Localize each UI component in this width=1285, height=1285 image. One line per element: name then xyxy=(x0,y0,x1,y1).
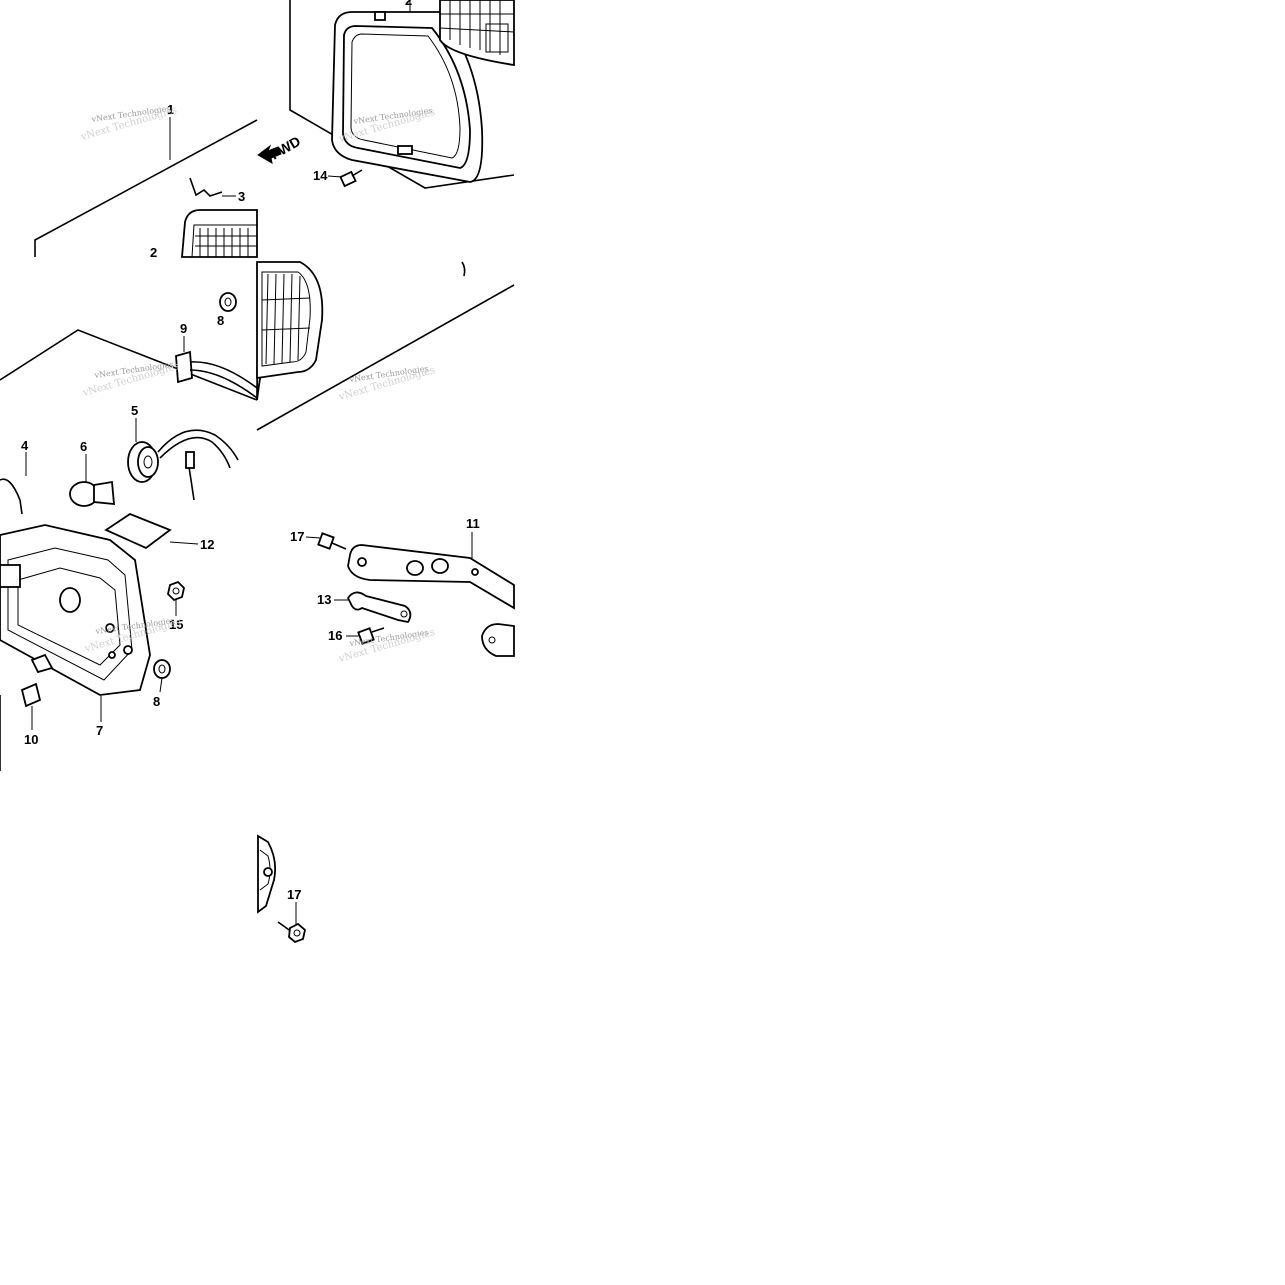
callout-17-lower: 17 xyxy=(287,887,301,902)
tile-middle-right: vNext Technologies vNext Technologies xyxy=(256,261,515,431)
callout-6: 6 xyxy=(80,439,87,454)
callout-10: 10 xyxy=(24,732,38,747)
bolt-part-17-upper xyxy=(305,532,347,550)
bolt-part-17-lower xyxy=(277,902,306,944)
callout-8-lower: 8 xyxy=(153,694,160,709)
nut-part-15 xyxy=(167,580,185,616)
tile-bottom-left: 7 12 15 8 10 vNext Technologies vNext Te… xyxy=(0,512,214,771)
callout-15: 15 xyxy=(169,617,183,632)
callout-9: 9 xyxy=(180,321,187,336)
callout-14: 14 xyxy=(313,168,328,183)
tile-top-right: FWD 2 14 vNex xyxy=(257,0,515,189)
callout-5: 5 xyxy=(131,403,138,418)
svg-text:FWD: FWD xyxy=(268,133,304,163)
callout-1: 1 xyxy=(167,102,174,117)
screw-part-14 xyxy=(327,169,363,188)
headlight-lens-upper xyxy=(181,209,258,258)
headlight-lens-grille xyxy=(256,261,324,380)
callout-2-left: 2 xyxy=(150,245,157,260)
headlight-case-part-7 xyxy=(0,524,151,696)
clip-part-10 xyxy=(20,682,42,730)
clamp-part-13 xyxy=(334,591,412,624)
callout-17-upper: 17 xyxy=(290,529,304,544)
callout-11: 11 xyxy=(466,516,480,531)
bolt-part-16 xyxy=(346,627,385,645)
callout-4: 4 xyxy=(21,438,29,453)
tile-middle-left: 8 9 5 6 xyxy=(0,289,271,515)
callout-8-upper: 8 xyxy=(217,313,224,328)
headlight-rim xyxy=(331,11,484,183)
fwd-arrow: FWD xyxy=(257,133,304,164)
wire-clip-part xyxy=(189,177,223,197)
headlight-lens-top-right xyxy=(439,0,515,67)
bracket-lower-end xyxy=(257,834,277,914)
bushing-part-8-upper xyxy=(219,292,237,312)
bulb-part-6 xyxy=(69,454,115,507)
tile-bottom-right: 11 17 13 16 vNext Technologies vNext Tec… xyxy=(290,516,515,665)
callout-16: 16 xyxy=(328,628,342,643)
wire-harness-part-9 xyxy=(175,336,258,399)
callout-12: 12 xyxy=(200,537,214,552)
bushing-part-8-lower xyxy=(153,659,171,693)
callout-3: 3 xyxy=(238,189,245,204)
tile-top-left: 2 3 1 vNext Technologies vNext Technolog… xyxy=(34,102,258,260)
callout-13: 13 xyxy=(317,592,331,607)
socket-part-5 xyxy=(127,418,239,501)
callout-7: 7 xyxy=(96,723,103,738)
tile-bottom-extra: 17 xyxy=(257,834,306,944)
label-sticker-part-12 xyxy=(104,512,199,550)
bracket-part-11 xyxy=(347,532,515,610)
callout-2-top: 2 xyxy=(405,0,412,8)
